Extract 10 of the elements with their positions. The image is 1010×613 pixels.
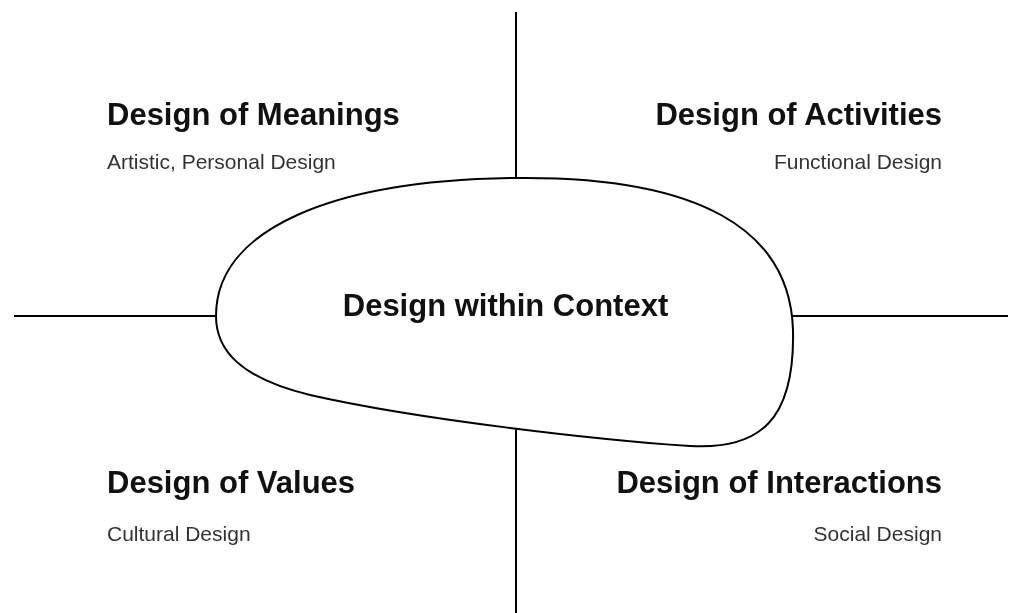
quadrant-subtitle: Social Design: [813, 521, 942, 547]
quadrant-subtitle: Functional Design: [773, 149, 942, 175]
quadrant-heading: Design of Interactions: [616, 464, 942, 502]
quadrant-subtitle: Cultural Design: [107, 521, 251, 547]
quadrant-heading: Design of Activities: [655, 96, 942, 134]
quadrant-heading: Design of Values: [107, 464, 356, 502]
quadrant-subtitle: Artistic, Personal Design: [107, 149, 336, 175]
quadrant-heading: Design of Meanings: [107, 96, 400, 134]
blob-shape: [214, 175, 797, 450]
center-title: Design within Context: [342, 287, 669, 326]
